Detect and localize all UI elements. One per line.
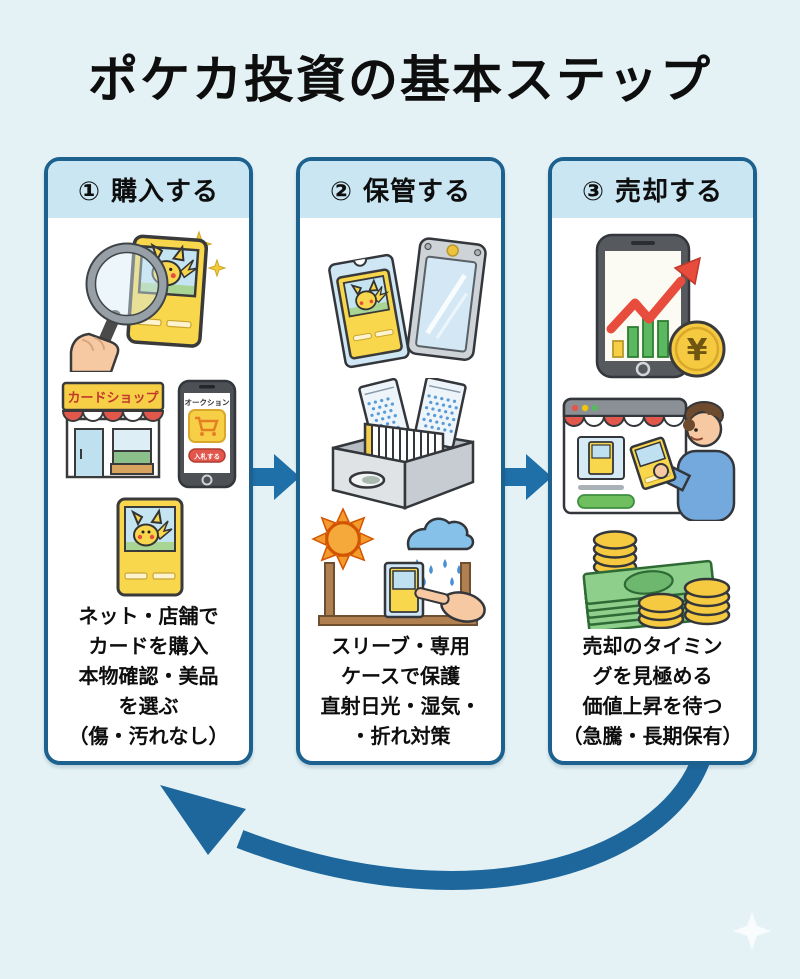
bid-button-label: 入札する <box>193 452 220 461</box>
auction-title-label: オークション <box>184 397 229 407</box>
description-line: 本物確認・美品 <box>78 664 219 688</box>
description-line: ネット・店舗で <box>78 604 219 628</box>
online-sale-icon <box>552 389 753 521</box>
description-line: （傷・汚れなし） <box>68 724 229 748</box>
auction-phone-icon: オークション 入札する <box>177 379 236 489</box>
yen-coin-icon: ¥ <box>668 320 725 378</box>
hard-case-icon <box>406 237 487 361</box>
money-illustration <box>582 530 730 629</box>
yen-symbol-label: ¥ <box>686 333 707 368</box>
magnifier-card-illustration <box>69 230 227 372</box>
person-icon <box>629 401 735 521</box>
hand-icon <box>413 587 486 623</box>
description-line: スリーブ・専用 <box>331 634 470 658</box>
step-header-sell: ③ 売却する <box>552 161 753 218</box>
cart-icon <box>194 416 219 436</box>
description-line: ケースで保護 <box>341 664 460 688</box>
card-illustration <box>116 497 183 597</box>
price-chart-phone-icon: ¥ <box>552 231 753 381</box>
coin-stack-icon <box>637 592 684 629</box>
step-column-sell: ③ 売却する <box>548 157 757 765</box>
bar-chart-icon <box>611 312 669 358</box>
storage-box-illustration <box>331 378 474 510</box>
page-title: ポケカ投資の基本ステップ <box>88 51 712 109</box>
description-line: を選ぶ <box>118 694 179 718</box>
sleeve-case-illustration <box>327 237 487 369</box>
pokemon-card-icon <box>48 497 249 601</box>
coin-stack-icon <box>683 577 730 626</box>
description-line: 売却のタイミン <box>582 634 723 658</box>
step-header-label: ② 保管する <box>329 177 472 207</box>
card-shop-icon: カードショップ <box>61 381 164 479</box>
online-sale-illustration <box>562 397 735 521</box>
step-header-label: ① 購入する <box>77 177 220 207</box>
sparkle-icon <box>733 912 771 950</box>
right-arrow-icon <box>498 448 554 506</box>
right-arrow-icon <box>246 448 302 506</box>
description-line: ・折れ対策 <box>350 724 451 748</box>
desiccant-pack-icon <box>412 378 467 449</box>
storage-box-icon <box>300 378 501 510</box>
step-column-purchase: ① 購入する <box>44 157 253 765</box>
description-line: 価値上昇を待つ <box>582 694 723 718</box>
magnifying-glass-card-icon <box>48 223 249 373</box>
sleeved-card-icon <box>383 561 424 619</box>
rising-arrow-icon <box>606 256 701 334</box>
step-column-store: ② 保管する <box>296 157 505 765</box>
hand-icon <box>69 332 119 372</box>
shop-and-phone-icon: カードショップ オークション 入札する <box>48 377 249 493</box>
description-line: グを見極める <box>592 664 713 688</box>
weather-protection-illustration <box>310 507 486 626</box>
step-header-purchase: ① 購入する <box>48 161 249 218</box>
description-line: カードを購入 <box>88 634 209 658</box>
description-line: 直射日光・湿気・ <box>320 694 481 718</box>
card-in-hand-icon <box>629 436 676 490</box>
weather-protection-icon <box>300 507 501 627</box>
card-sleeve-icon <box>327 253 410 369</box>
step-description-store: スリーブ・専用 ケースで保護 直射日光・湿気・ ・折れ対策 <box>300 631 501 751</box>
step-header-label: ③ 売却する <box>581 177 724 207</box>
step-description-purchase: ネット・店舗で カードを購入 本物確認・美品 を選ぶ （傷・汚れなし） <box>48 601 249 751</box>
money-icon <box>552 523 753 629</box>
price-chart-illustration: ¥ <box>595 233 725 379</box>
sleeve-case-icon <box>300 231 501 379</box>
shop-phone-illustration: カードショップ オークション 入札する <box>61 379 236 489</box>
shop-sign-label: カードショップ <box>67 391 159 406</box>
step-description-sell: 売却のタイミン グを見極める 価値上昇を待つ （急騰・長期保有） <box>552 631 753 751</box>
coin-stack-icon <box>592 530 637 577</box>
sun-icon <box>310 507 375 571</box>
cycle-arrow-icon <box>0 753 800 979</box>
description-line: （急騰・長期保有） <box>562 724 743 748</box>
step-header-store: ② 保管する <box>300 161 501 218</box>
